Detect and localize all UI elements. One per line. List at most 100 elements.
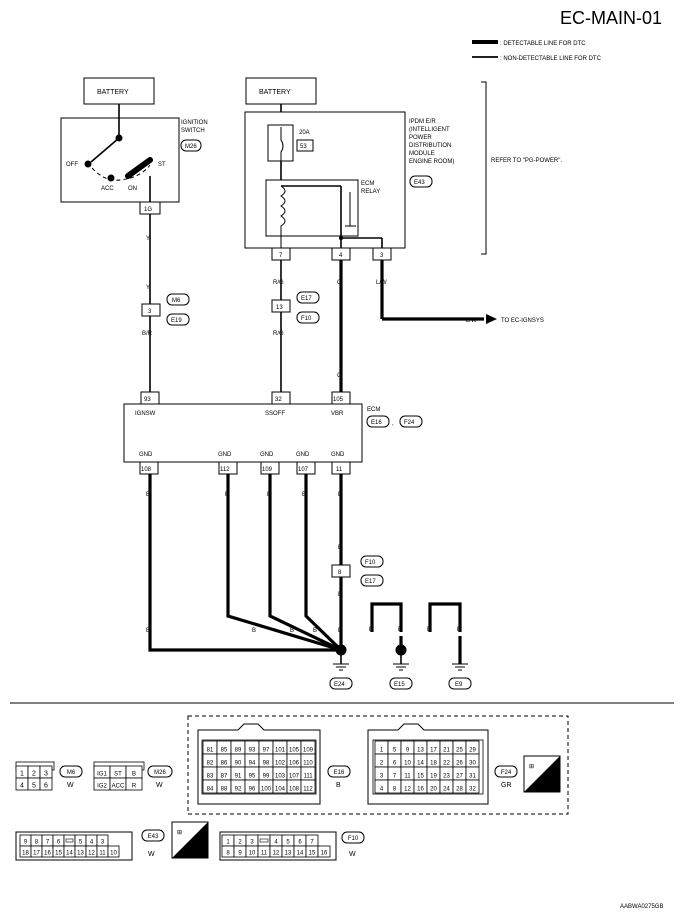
badge-f10-b <box>360 555 384 568</box>
m26-color: W <box>156 782 163 789</box>
f24-pin: 30 <box>469 761 476 767</box>
e16-pin: 99 <box>263 774 270 780</box>
ecm-pin-93 <box>140 391 160 405</box>
badge-f10-a-label: F10 <box>301 316 312 322</box>
battery-left-label: BATTERY <box>97 89 129 96</box>
e16-pin: 108 <box>289 787 300 793</box>
wire-y-label-2: Y <box>146 285 150 291</box>
ecm-relay-box <box>265 179 359 237</box>
wire-b-3: B <box>225 492 229 498</box>
e16-color: B <box>336 782 341 789</box>
ecm-title: ECM <box>367 407 380 413</box>
f24-pin: 9 <box>406 748 410 754</box>
badge-f10-a <box>296 311 320 324</box>
f24-pin: 7 <box>393 774 397 780</box>
ecm-pin-105 <box>331 391 351 405</box>
badge-e15 <box>389 677 413 690</box>
fuse-no: 53 <box>300 144 307 150</box>
f24-pin: 24 <box>443 787 450 793</box>
f24-pin: 18 <box>430 761 437 767</box>
e43-r1-pin: 9 <box>24 840 28 846</box>
wire-b-12: B <box>338 628 342 634</box>
badge-e17-a <box>296 291 320 304</box>
m6-pin: 2 <box>32 771 36 778</box>
e16-pin: 111 <box>303 774 313 780</box>
e16-pin: 89 <box>235 748 242 754</box>
m6-badge-label: M6 <box>67 770 76 776</box>
e43-hs-glyph: ⊞ <box>177 830 182 836</box>
m26-pin: ACC <box>112 784 125 790</box>
f24-pin: 13 <box>417 748 424 754</box>
f10-r1-pin: 1 <box>226 840 230 846</box>
badge-e9-label: E9 <box>455 682 463 688</box>
e16-pin: 87 <box>221 774 228 780</box>
f10-r2-pin: 15 <box>309 851 316 857</box>
f24-badge-label: F24 <box>501 770 512 776</box>
f24-color: GR <box>501 782 512 789</box>
badge-e17-b <box>360 574 384 587</box>
wire-b-2: B <box>146 628 150 634</box>
e43-r2-pin: 16 <box>44 851 51 857</box>
e16-pin: 96 <box>249 787 256 793</box>
badge-e17-b-label: E17 <box>365 579 376 585</box>
badge-e9 <box>448 677 472 690</box>
f10-r2-pin: 13 <box>285 851 292 857</box>
e43-r2-pin: 14 <box>66 851 73 857</box>
m6-badge <box>59 765 83 778</box>
f24-pin: 21 <box>443 748 450 754</box>
ipdm-code: E43 <box>414 180 425 186</box>
m26-pin: R <box>132 784 137 790</box>
e43-r1-pin: 8 <box>35 840 39 846</box>
m6-pin: 1 <box>20 771 24 778</box>
ecm-gnd-1: GND <box>139 452 153 458</box>
ecm-pin-32 <box>271 391 291 405</box>
f24-pin: 2 <box>380 761 384 767</box>
e43-r1-pin: 6 <box>57 840 61 846</box>
e43-r2-pin: 17 <box>33 851 40 857</box>
e43-r2-pin: 10 <box>110 851 117 857</box>
f10-r2-pin: 8 <box>226 851 230 857</box>
e16-pin: 86 <box>221 761 228 767</box>
ignition-code: M26 <box>185 144 197 150</box>
f24-pin: 23 <box>443 774 450 780</box>
wire-b-5: B <box>267 492 271 498</box>
wire-lw-label-2: L/W <box>466 318 477 324</box>
f24-pin: 1 <box>380 748 384 754</box>
e16-pin: 104 <box>275 787 286 793</box>
ecm-pin-112-label: 112 <box>220 467 230 473</box>
m26-pin: IG2 <box>97 784 107 790</box>
ecm-pin-105-label: 105 <box>333 397 344 403</box>
e43-color: W <box>148 851 155 858</box>
m26-badge-label: M26 <box>154 770 166 776</box>
e16-pin: 83 <box>207 774 214 780</box>
e16-pin: 94 <box>249 761 256 767</box>
relay-label-2: RELAY <box>361 189 380 195</box>
f24-pin: 22 <box>443 761 450 767</box>
relay-label-1: ECM <box>361 181 374 187</box>
e16-badge-label: E16 <box>334 770 345 776</box>
f10-r1-pin: 7 <box>310 840 314 846</box>
f24-pin: 26 <box>456 761 463 767</box>
e16-pin: 81 <box>207 748 214 754</box>
ipdm-line-4: DISTRIBUTION <box>409 143 451 149</box>
ignition-st-label: ST <box>158 162 166 168</box>
legend-nondetectable-label: : NON-DETECTABLE LINE FOR DTC <box>500 56 602 62</box>
ipdm-pin-3-label: 3 <box>380 253 384 259</box>
ignition-switch-box <box>60 117 180 203</box>
f10-r2-pin: 11 <box>261 851 268 857</box>
arrow-right-icon <box>486 314 497 324</box>
e16-pin: 88 <box>221 787 228 793</box>
ecm-comma: , <box>392 421 394 427</box>
f24-pin: 25 <box>456 748 463 754</box>
ignition-code-badge <box>180 139 202 152</box>
f10-r1-key <box>259 838 269 843</box>
ignsys-ref: TO EC-IGNSYS <box>501 318 544 324</box>
e16-pin: 98 <box>263 761 270 767</box>
m6-pin: 3 <box>44 771 48 778</box>
f10-badge <box>341 831 365 844</box>
f10-badge-label: F10 <box>348 836 359 842</box>
wire-b-1: B <box>146 492 150 498</box>
diagram-title: EC-MAIN-01 <box>560 8 662 28</box>
f24-badge <box>494 765 518 778</box>
